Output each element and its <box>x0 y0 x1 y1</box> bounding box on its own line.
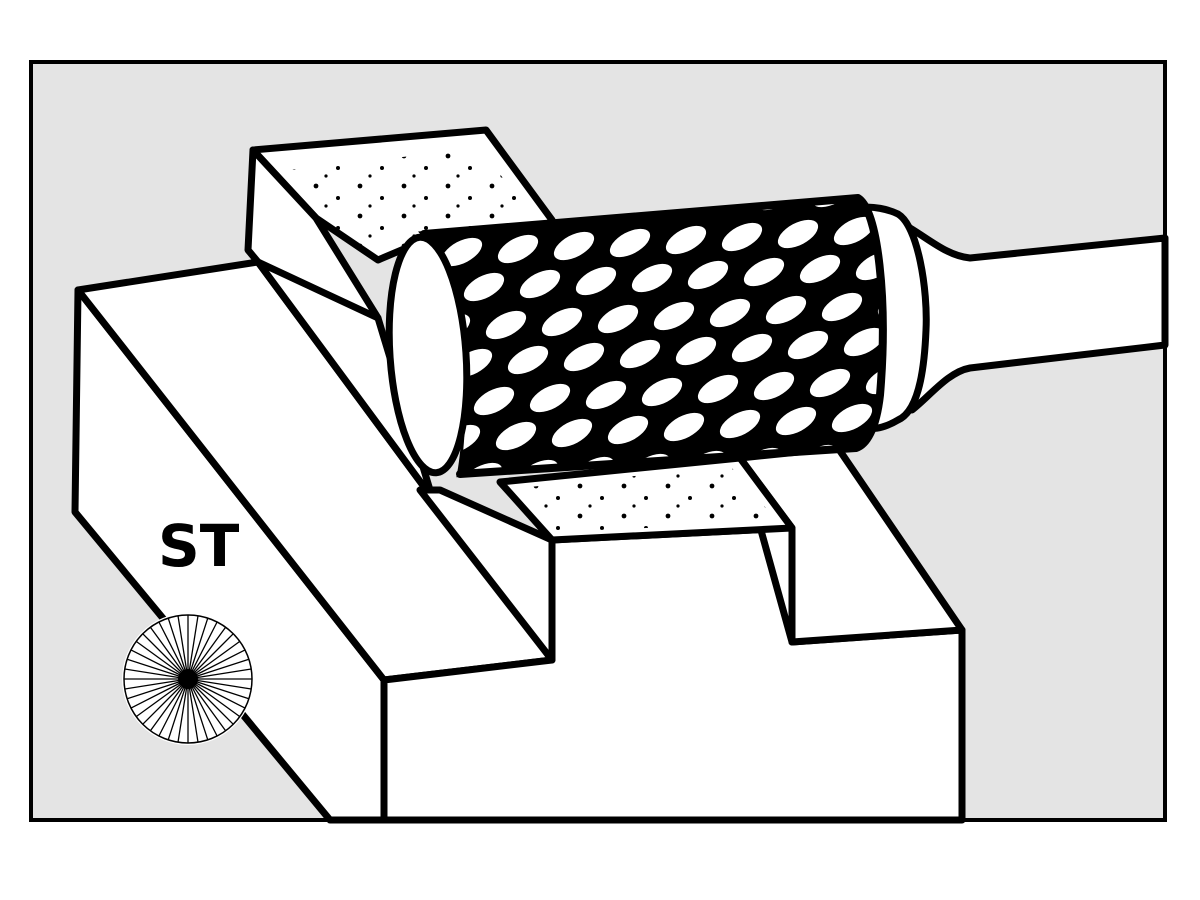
spark-ray <box>187 678 218 737</box>
cross-cut-cell <box>507 345 549 375</box>
cross-cut-cell <box>687 260 729 290</box>
spark-ray <box>167 617 189 680</box>
cross-cut-cell <box>551 418 593 448</box>
spark-ray <box>124 678 189 690</box>
cross-cut-cell <box>697 374 739 404</box>
cross-cut-cell <box>597 304 639 334</box>
cross-cut-cell <box>665 225 707 255</box>
spark-ray <box>167 678 189 741</box>
spark-ray <box>187 626 227 680</box>
cross-cut-cell <box>541 307 583 337</box>
cross-cut-cell <box>609 228 651 258</box>
cross-cut-cell <box>619 339 661 369</box>
cross-cut-cell <box>497 234 539 264</box>
spark-ray <box>187 678 227 732</box>
spark-ray <box>187 678 252 690</box>
spark-ray <box>187 640 241 680</box>
spark-ray <box>177 615 189 680</box>
cross-cut-cell <box>731 333 773 363</box>
cross-cut-cell <box>721 222 763 252</box>
spark-ray <box>187 678 234 725</box>
cross-cut-cell <box>743 257 785 287</box>
spark-ray <box>187 615 199 680</box>
cross-cut-cell <box>575 266 617 296</box>
cross-cut-cell <box>675 336 717 366</box>
spark-ray <box>126 678 189 700</box>
spark-core <box>178 669 198 689</box>
spark-ray <box>149 626 189 680</box>
material-label: ST <box>158 512 240 580</box>
spark-ray <box>126 658 189 680</box>
spark-ray <box>135 640 189 680</box>
cross-cut-cell <box>585 380 627 410</box>
spark-ray <box>142 633 189 680</box>
spark-ray <box>187 678 199 743</box>
cross-cut-cell <box>777 219 819 249</box>
cross-cut-cell <box>663 412 705 442</box>
cross-cut-cell <box>833 216 875 246</box>
spark-rim <box>123 614 253 744</box>
spark-ray <box>142 678 189 725</box>
spark-ray <box>187 617 209 680</box>
cross-cut-cell <box>473 386 515 416</box>
vise-right-jaw <box>380 444 966 824</box>
spark-symbol-icon <box>122 613 254 745</box>
cross-cut-cell <box>821 292 863 322</box>
spark-ray <box>158 621 189 680</box>
cross-cut-cell <box>485 310 527 340</box>
cross-cut-cell <box>463 272 505 302</box>
cross-cut-cell <box>753 371 795 401</box>
spark-ray <box>187 668 252 680</box>
spark-ray <box>158 678 189 737</box>
cross-cut-cell <box>631 263 673 293</box>
cross-cut-cell <box>775 406 817 436</box>
cross-cut-cell <box>607 415 649 445</box>
cross-cut-cell <box>495 421 537 451</box>
cross-cut-cell <box>641 377 683 407</box>
cross-cut-cell <box>441 237 483 267</box>
cross-cut-cell <box>653 301 695 331</box>
spark-ray <box>187 678 246 709</box>
cross-cut-cell <box>529 383 571 413</box>
spark-ray <box>187 649 246 680</box>
spark-ray <box>187 678 209 741</box>
spark-ray <box>149 678 189 732</box>
cross-cut-cell <box>765 295 807 325</box>
cross-cut-cell <box>831 403 873 433</box>
spark-ray <box>187 678 241 718</box>
spark-ray <box>130 649 189 680</box>
spark-ray <box>177 678 189 743</box>
spark-ray <box>187 658 250 680</box>
cross-cut-cell <box>865 365 883 395</box>
spark-ray <box>187 621 218 680</box>
spark-ray <box>187 678 250 700</box>
spark-ray <box>124 668 189 680</box>
cross-cut-cell <box>843 327 883 357</box>
cross-cut-cell <box>563 342 605 372</box>
cross-cut-cell <box>719 409 761 439</box>
cross-cut-cell <box>787 330 829 360</box>
cross-cut-cell <box>553 231 595 261</box>
spark-ray <box>187 633 234 680</box>
cross-cut-cell <box>809 368 851 398</box>
cross-cut-cell <box>799 254 841 284</box>
spark-ray <box>130 678 189 709</box>
cross-cut-cell <box>519 269 561 299</box>
cross-cut-cell <box>709 298 751 328</box>
spark-ray <box>135 678 189 718</box>
